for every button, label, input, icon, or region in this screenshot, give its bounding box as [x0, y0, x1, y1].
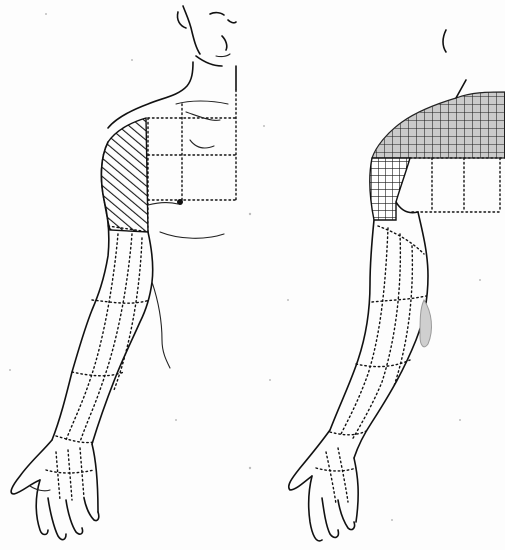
back-segments	[396, 158, 505, 213]
chest-segments	[148, 90, 236, 232]
back-arm-outline	[330, 212, 431, 458]
hatched-shoulder-region	[101, 118, 148, 232]
grid-shoulder-band	[372, 92, 505, 158]
chest-contours	[148, 112, 224, 238]
front-view-panel	[11, 6, 236, 540]
bracket-mark	[443, 30, 446, 52]
front-hand	[11, 440, 99, 540]
head-outline	[177, 6, 236, 66]
elbow-shading	[420, 300, 431, 347]
back-view-panel	[289, 30, 505, 541]
scan-noise	[9, 13, 481, 521]
back-hand	[289, 430, 358, 541]
back-arm-segments	[330, 226, 426, 440]
